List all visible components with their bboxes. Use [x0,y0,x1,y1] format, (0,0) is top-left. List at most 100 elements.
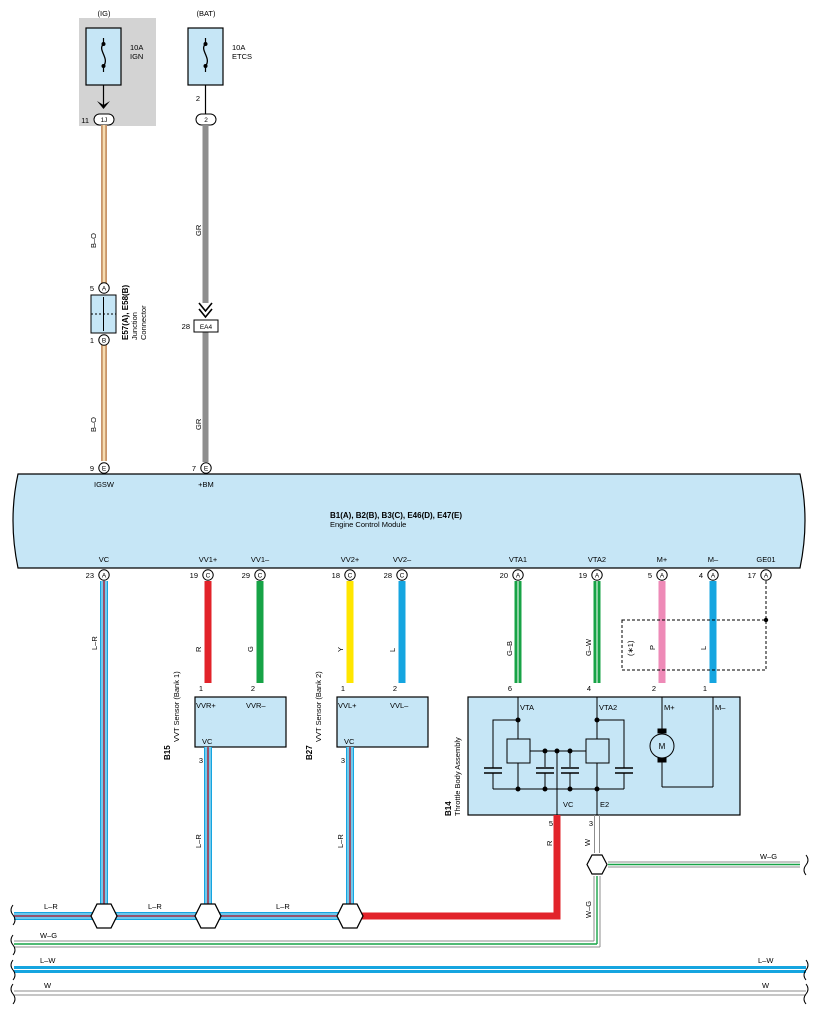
connector-1j-pin: 11 [81,116,89,125]
wire-label-ig-upper: B–O [89,233,98,248]
ecm-pin-vv1p-num: 19 [190,571,198,580]
ecm-terminal-ge01: GE01 [756,555,775,564]
wire-label-b15-vc: L–R [194,834,203,848]
wire-wg-vertical [593,876,601,947]
b15-pin1: 1 [199,684,203,693]
wire-label-bat-upper: GR [194,224,203,236]
bus-label-lr-3: L–R [276,902,290,911]
bat-fuse-rating: 10A [232,43,245,52]
b15-terminal-vvrp: VVR+ [196,701,216,710]
bus-w [14,990,806,996]
wire-label-vv1p: R [194,646,203,652]
wire-b-o [101,125,107,461]
ecm-pin-vv1p-tag: C [206,573,211,580]
ecm-terminal-vta1: VTA1 [509,555,527,564]
b27-terminal-vvlp: VVL+ [338,701,357,710]
shield-ground-nodes [90,903,364,929]
ecm-bottom-pins [98,569,772,581]
ecm-pin-vv2m-num: 28 [384,571,392,580]
ig-fuse-rating: 10A [130,43,143,52]
ecm-terminal-vv2p: VV2+ [341,555,360,564]
wire-b14-e2-w [594,815,600,853]
connector-ea4 [193,319,219,333]
wire-label-vv2m: L [388,648,397,652]
bat-fuse-pin: 2 [196,94,200,103]
wire-label-vta1: G–B [505,641,514,656]
junction-pin-top: 5 [90,284,94,293]
wire-vv1p-red [204,581,212,683]
bus-label-w-right: W [762,981,770,990]
ecm-name: Engine Control Module [330,520,406,529]
engine-control-module [12,473,806,569]
wire-label-ig-lower: B–O [89,417,98,432]
shield-note: (∗1) [626,640,635,656]
bus-label-lw-right: L–W [758,956,774,965]
bat-fuse-name: ETCS [232,52,252,61]
ecm-pin-vc-tag: A [102,573,107,580]
b14-terminal-mm: M– [715,703,726,712]
wire-label-b14-e2: W [583,838,592,846]
bat-source-label: (BAT) [196,9,216,18]
b14-pin-e2: 3 [589,819,593,828]
ecm-pin-vta2-num: 19 [579,571,587,580]
b15-terminal-vvrm: VVR– [246,701,266,710]
bus-lw [14,966,806,973]
wire-label-mp: P [648,645,657,650]
b27-terminal-vc: VC [344,737,355,746]
b14-pin-mp: 2 [652,684,656,693]
junction-pin-top-tag: A [102,286,107,293]
ecm-pin-vv2p-num: 18 [332,571,340,580]
ecm-terminal-mp: M+ [657,555,668,564]
b14-pin-vc: 5 [549,819,553,828]
wire-label-vc: L–R [90,636,99,650]
bus-label-w-left: W [44,981,52,990]
wire-gr [202,125,209,462]
b15-id: B15 [163,745,172,760]
wire-vv2p-yellow [346,581,354,683]
wire-vta2-gw [593,581,601,683]
break-marks [10,854,809,1005]
wire-label-vv1m: G [246,646,255,652]
vvt-sensor-bank2 [336,696,429,748]
ecm-pin-vv1m-tag: C [258,573,263,580]
junction-name-1: Junction [130,312,139,340]
wire-mp-pink [658,581,666,683]
b14-terminal-vc: VC [563,800,574,809]
b14-name: Throttle Body Assembly [453,737,462,816]
throttle-motor-circuit [657,697,714,788]
ecm-pin-igsw-tag: E [102,466,107,473]
wire-label-b27-vc: L–R [336,834,345,848]
ecm-pin-vta2-tag: A [595,573,600,580]
bus-label-lw-left: L–W [40,956,56,965]
ig-source-label: (IG) [98,9,111,18]
ecm-pin-mp-num: 5 [648,571,652,580]
wire-label-mm: L [699,646,708,650]
ecm-pin-vv1m-num: 29 [242,571,250,580]
wire-label-wg-vert: W–G [584,901,593,918]
ecm-pin-vta1-num: 20 [500,571,508,580]
ecm-terminal-vv1m: VV1– [251,555,270,564]
ecm-pin-mp-tag: A [660,573,665,580]
bus-wg [14,940,600,948]
wire-label-vv2p: Y [336,647,345,652]
b27-terminal-vvlm: VVL– [390,701,409,710]
ig-fuse-icon [101,38,106,72]
wire-label-vta2: G–W [584,638,593,656]
b14-terminal-vta: VTA [520,703,534,712]
connector-ea4-id: EA4 [200,324,213,331]
wire-label-b14-vc: R [545,840,554,846]
ecm-terminal-vta2: VTA2 [588,555,606,564]
bus-label-lr-1: L–R [44,902,58,911]
ea4-arrow [198,302,213,319]
ecm-pin-ge01-num: 17 [748,571,756,580]
ig-fuse-name: IGN [130,52,143,61]
motor-label: M [659,742,666,751]
ecm-terminal-igsw: IGSW [94,480,115,489]
wire-b15-vc-lr [204,747,212,905]
b15-name: VVT Sensor (Bank 1) [172,671,181,742]
b27-name: VVT Sensor (Bank 2) [314,671,323,742]
ecm-terminal-vv2m: VV2– [393,555,412,564]
wire-vv1m-green [256,581,264,683]
shield-dashed-box [621,581,769,671]
